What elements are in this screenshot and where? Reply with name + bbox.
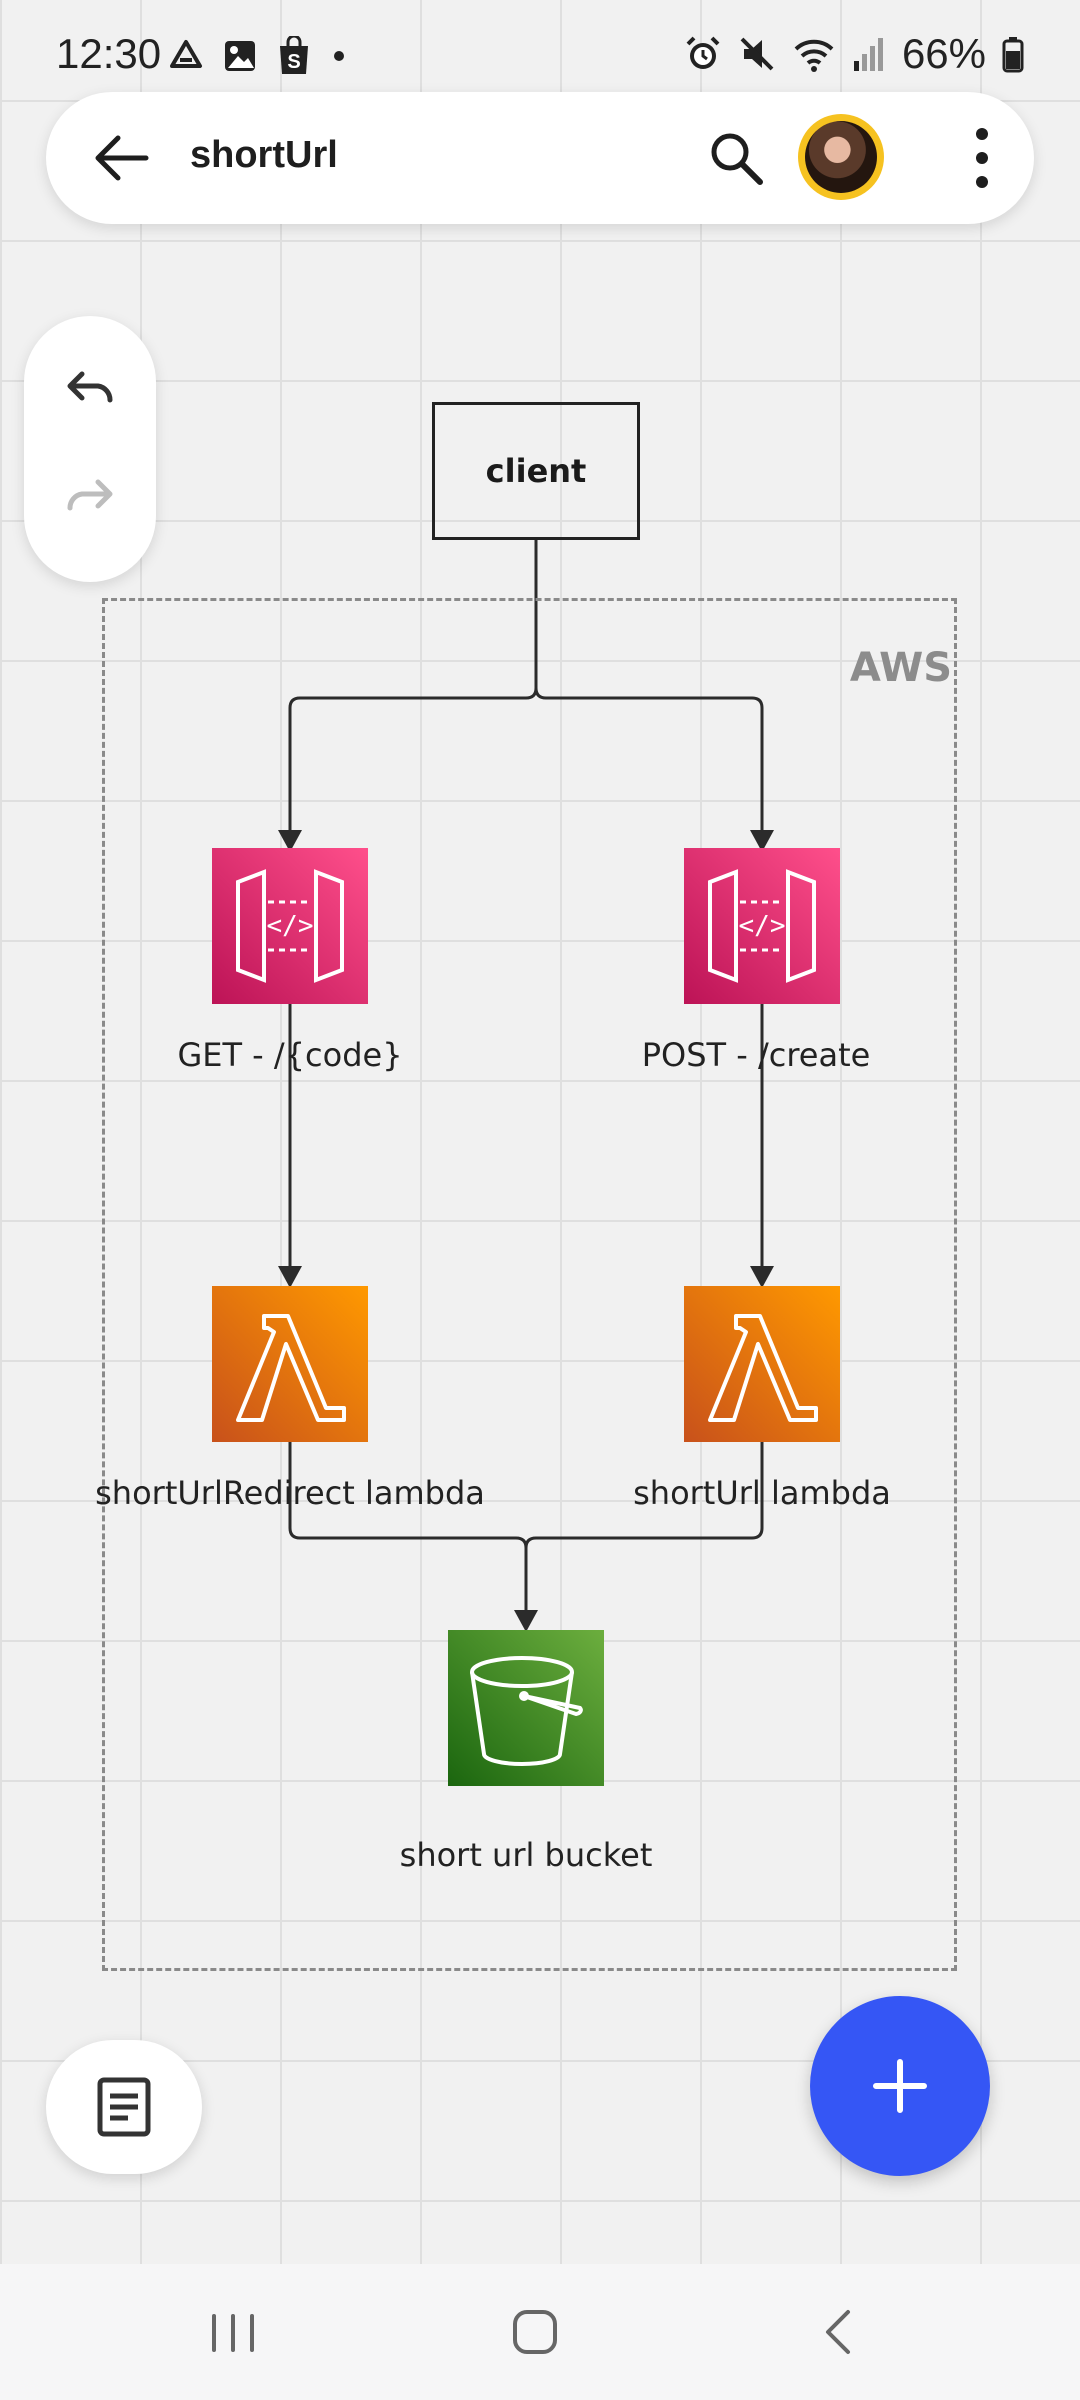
client-node[interactable]: client bbox=[432, 402, 640, 540]
more-vert-icon[interactable] bbox=[962, 124, 1002, 192]
battery-icon bbox=[1002, 37, 1024, 73]
client-label: client bbox=[485, 452, 587, 490]
page-title: shortUrl bbox=[190, 134, 338, 176]
add-button[interactable] bbox=[810, 1996, 990, 2176]
dot-icon bbox=[334, 51, 344, 61]
lambda-icon[interactable] bbox=[212, 1286, 368, 1442]
status-icons-left: S bbox=[168, 36, 348, 76]
battery-percent: 66% bbox=[901, 30, 986, 77]
shop-icon: S bbox=[280, 36, 308, 74]
mute-icon bbox=[740, 37, 774, 71]
get-api-label: GET - /{code} bbox=[177, 1036, 403, 1074]
undo-icon[interactable] bbox=[60, 364, 120, 424]
drive-icon bbox=[170, 40, 202, 68]
api-gateway-icon[interactable]: </> bbox=[212, 848, 368, 1004]
notes-button[interactable] bbox=[46, 2040, 202, 2174]
aws-group-label: AWS bbox=[849, 645, 952, 691]
gallery-icon bbox=[225, 41, 255, 71]
bucket-label: short url bucket bbox=[399, 1836, 653, 1874]
back-arrow-icon[interactable] bbox=[90, 126, 154, 190]
back-nav-icon[interactable] bbox=[804, 2302, 874, 2362]
signal-icon bbox=[853, 38, 883, 71]
avatar[interactable] bbox=[798, 114, 884, 200]
plus-icon bbox=[873, 2059, 927, 2113]
lambda-icon[interactable] bbox=[684, 1286, 840, 1442]
connectors bbox=[278, 540, 774, 1632]
edge-create-bucket bbox=[524, 1440, 764, 1610]
redirect-lambda-label: shortUrlRedirect lambda bbox=[95, 1474, 485, 1512]
system-nav-bar bbox=[0, 2264, 1080, 2400]
api-gateway-icon[interactable]: </> bbox=[684, 848, 840, 1004]
arrowhead-bucket bbox=[514, 1610, 538, 1632]
svg-text:</>: </> bbox=[739, 911, 786, 941]
avatar-photo bbox=[805, 121, 877, 193]
recents-icon[interactable] bbox=[198, 2302, 268, 2362]
arrowhead-redirect-lambda bbox=[278, 1266, 302, 1288]
notes-icon bbox=[97, 2077, 151, 2137]
aws-group[interactable]: AWS bbox=[102, 598, 957, 1971]
redo-icon[interactable] bbox=[60, 472, 120, 532]
wifi-icon bbox=[794, 39, 834, 72]
arrowhead-get bbox=[278, 830, 302, 852]
svg-text:S: S bbox=[287, 51, 300, 73]
svg-text:</>: </> bbox=[267, 911, 314, 941]
search-icon[interactable] bbox=[704, 126, 768, 190]
status-bar: 12:30 S 66% bbox=[0, 0, 1080, 110]
create-lambda-label: shortUrl lambda bbox=[633, 1474, 891, 1512]
alarm-icon bbox=[686, 36, 720, 69]
status-time: 12:30 bbox=[56, 30, 162, 77]
home-icon[interactable] bbox=[500, 2302, 570, 2362]
post-api-label: POST - /create bbox=[641, 1036, 871, 1074]
status-icons-right: 66% bbox=[684, 30, 1024, 78]
top-app-bar: shortUrl bbox=[46, 92, 1034, 224]
arrowhead-post bbox=[750, 830, 774, 852]
diagram-canvas[interactable]: client AWS </> GET - /{code} </> POST - … bbox=[0, 0, 1080, 2260]
undo-redo-panel bbox=[24, 316, 156, 582]
edge-client-post bbox=[534, 540, 764, 840]
arrowhead-create-lambda bbox=[750, 1266, 774, 1288]
s3-bucket-icon[interactable] bbox=[448, 1630, 604, 1786]
